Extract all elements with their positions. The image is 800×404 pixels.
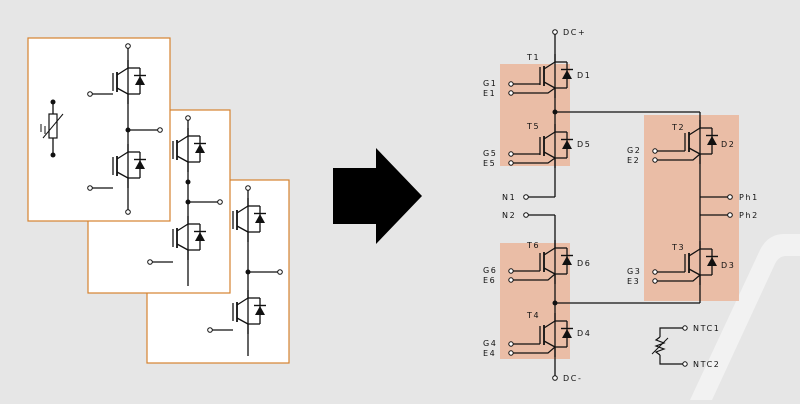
label-ph2: Ph2 [739,211,759,220]
module-middle-schematic [147,115,223,286]
label-g1: G1 [483,79,498,88]
label-g2: G2 [627,146,642,155]
label-t5: T5 [526,122,540,131]
highlight-t6-t4 [500,243,570,359]
ntc-thermistor-icon [651,325,688,367]
module-front-schematic [40,43,163,215]
label-e5: E5 [483,159,496,168]
label-e2: E2 [627,156,640,165]
label-d2: D2 [721,140,735,149]
label-t1: T1 [526,53,540,62]
label-t3: T3 [671,243,685,252]
label-d1: D1 [577,71,591,80]
label-t2: T2 [671,123,685,132]
label-d6: D6 [577,259,591,268]
label-d5: D5 [577,140,591,149]
arrow-right-icon [333,148,422,244]
label-ntc2: NTC2 [693,360,720,369]
label-d4: D4 [577,329,591,338]
label-g6: G6 [483,266,498,275]
label-g5: G5 [483,149,498,158]
label-n2: N2 [502,211,516,220]
label-e4: E4 [483,349,496,358]
label-n1: N1 [502,193,516,202]
label-e3: E3 [627,277,640,286]
label-dc-minus: DC- [563,374,582,383]
right-circuit: DC+ DC- N1 N2 Ph1 Ph2 NTC1 NTC2 T1 T5 T6… [483,28,759,383]
label-t6: T6 [526,241,540,250]
label-g3: G3 [627,267,642,276]
label-t4: T4 [526,311,540,320]
module-back-schematic [207,185,283,356]
label-e6: E6 [483,276,496,285]
label-d3: D3 [721,261,735,270]
decorative-stripe [690,234,800,400]
label-ph1: Ph1 [739,193,759,202]
highlight-t1-t5 [500,64,570,166]
label-e1: E1 [483,89,496,98]
label-dc-plus: DC+ [563,28,586,37]
label-ntc1: NTC1 [693,324,720,333]
label-g4: G4 [483,339,498,348]
